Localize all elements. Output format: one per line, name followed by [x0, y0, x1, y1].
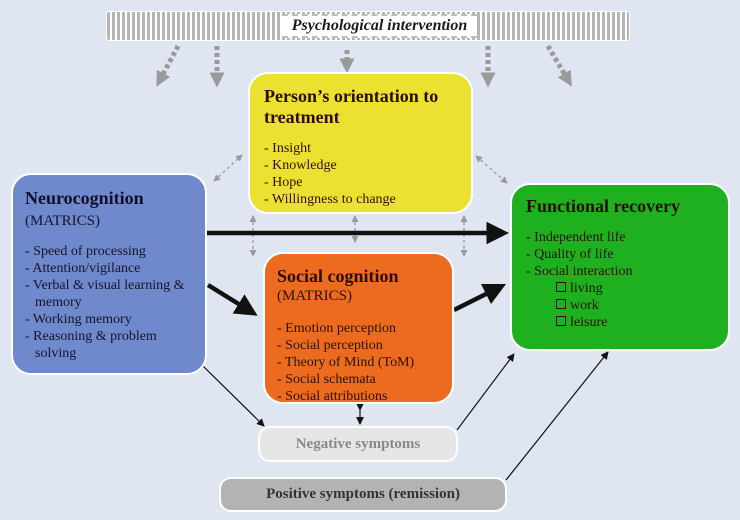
arrow-neuro-to-negative: [202, 365, 265, 427]
list-item: Attention/vigilance: [25, 260, 193, 277]
list-item: Emotion perception: [277, 320, 440, 337]
sub-list-item: leisure: [526, 314, 714, 331]
functional-recovery-box: Functional recovery Independent life Qua…: [510, 183, 730, 351]
orientation-list: Insight Knowledge Hope Willingness to ch…: [264, 140, 457, 208]
dashed-link-orientation-functional: [475, 155, 508, 184]
dashed-link-neuro-orientation: [213, 154, 243, 182]
sub-list-item: work: [526, 297, 714, 314]
intervention-arrow-5: [545, 44, 572, 87]
intervention-arrows: [156, 44, 572, 88]
arrow-social-to-functional: [452, 283, 507, 313]
list-item: Speed of processing: [25, 243, 193, 260]
list-item: Social schemata: [277, 371, 440, 388]
neurocognition-list: Speed of processing Attention/vigilance …: [25, 243, 193, 362]
neurocognition-box: Neurocognition (MATRICS) Speed of proces…: [11, 173, 207, 375]
social-cognition-subtitle: (MATRICS): [277, 288, 353, 304]
functional-recovery-title: Functional recovery: [526, 196, 681, 216]
arrow-positive-to-functional: [505, 351, 609, 481]
sub-item-label: living: [570, 281, 603, 296]
orientation-title: Person’s orientation to treatment: [264, 86, 439, 127]
square-bullet-icon: [556, 316, 566, 326]
list-item: Theory of Mind (ToM): [277, 354, 440, 371]
orientation-to-treatment-box: Person’s orientation to treatment Insigh…: [248, 72, 473, 214]
list-item: Social attributions: [277, 388, 440, 405]
list-item: Independent life: [526, 229, 714, 246]
list-item: Knowledge: [264, 157, 457, 174]
intervention-arrow-1: [156, 44, 181, 87]
list-item: Insight: [264, 140, 457, 157]
functional-recovery-list: Independent life Quality of life Social …: [526, 229, 714, 331]
list-item: Willingness to change: [264, 191, 457, 208]
list-item: Quality of life: [526, 246, 714, 263]
arrow-neuro-to-social: [206, 283, 258, 316]
social-cognition-box: Social cognition (MATRICS) Emotion perce…: [263, 252, 454, 404]
neurocognition-subtitle: (MATRICS): [25, 213, 101, 229]
list-item: Reasoning & problem solving: [25, 328, 193, 362]
square-bullet-icon: [556, 299, 566, 309]
negative-symptoms-box: Negative symptoms: [258, 426, 458, 462]
positive-symptoms-box: Positive symptoms (remission): [219, 477, 507, 512]
neurocognition-title: Neurocognition: [25, 188, 144, 208]
list-item: Working memory: [25, 311, 193, 328]
psychological-intervention-banner: Psychological intervention: [106, 11, 630, 41]
list-item: Social perception: [277, 337, 440, 354]
social-cognition-title: Social cognition: [277, 266, 399, 286]
arrow-negative-to-functional: [456, 353, 515, 431]
sub-item-label: leisure: [570, 315, 608, 330]
list-item: Verbal & visual learning & memory: [25, 277, 193, 311]
square-bullet-icon: [556, 282, 566, 292]
sub-list-item: living: [526, 280, 714, 297]
banner-label: Psychological intervention: [282, 14, 477, 38]
sub-item-label: work: [570, 298, 599, 313]
social-cognition-list: Emotion perception Social perception The…: [277, 320, 440, 405]
list-item: Social interaction: [526, 263, 714, 280]
list-item: Hope: [264, 174, 457, 191]
